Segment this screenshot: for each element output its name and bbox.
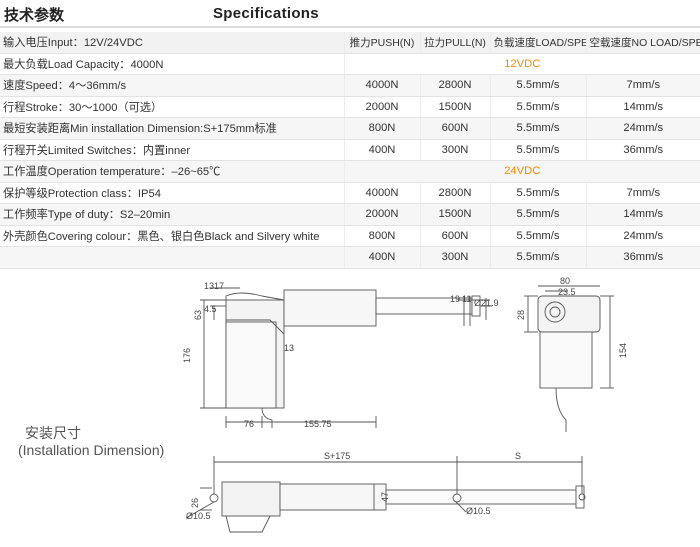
- spec-table: 输入电压Input：12V/24VDC 推力PUSH(N) 拉力PULL(N) …: [0, 32, 700, 269]
- push-cell: 4000N: [343, 74, 420, 97]
- spec-cell: [0, 246, 344, 269]
- noload-cell: 36mm/s: [585, 139, 700, 161]
- pull-cell: 1500N: [419, 203, 490, 226]
- dim-4-5: 4.5: [204, 304, 217, 314]
- load-cell: 5.5mm/s: [489, 139, 586, 161]
- col-push: 推力PUSH(N): [343, 32, 420, 54]
- dim-1317: 1317: [204, 281, 224, 291]
- title-rule: [0, 26, 700, 28]
- push-cell: 400N: [343, 139, 420, 161]
- installation-label-en: (Installation Dimension): [18, 442, 165, 458]
- dim-154: 154: [618, 343, 628, 358]
- pull-cell: 600N: [419, 225, 490, 247]
- noload-cell: 24mm/s: [585, 117, 700, 140]
- spec-cell: 最短安装距离Min installation Dimension:S+175mm…: [0, 117, 344, 140]
- pull-cell: 600N: [419, 117, 490, 140]
- dim-10-5-b: Ø10.5: [466, 506, 491, 516]
- push-cell: 4000N: [343, 182, 420, 204]
- load-cell: 5.5mm/s: [489, 182, 586, 204]
- dim-176: 176: [182, 348, 192, 363]
- voltage-label: 24VDC: [343, 160, 700, 183]
- header-label: 输入电压Input：12V/24VDC: [0, 32, 344, 54]
- col-load-speed: 负载速度LOAD/SPEED: [489, 32, 586, 54]
- voltage-label: 12VDC: [343, 53, 700, 75]
- push-cell: 800N: [343, 117, 420, 140]
- side-view-drawing: [200, 287, 492, 428]
- noload-cell: 14mm/s: [585, 96, 700, 118]
- dim-26: 26: [190, 498, 200, 508]
- load-cell: 5.5mm/s: [489, 74, 586, 97]
- dim-76: 76: [244, 419, 254, 429]
- dim-155-75: 155.75: [304, 419, 332, 429]
- dim-28: 28: [516, 310, 526, 320]
- push-cell: 2000N: [343, 203, 420, 226]
- dim-13: 13: [284, 343, 294, 353]
- title-en: Specifications: [213, 5, 319, 22]
- spec-cell: 最大负载Load Capacity：4000N: [0, 53, 344, 75]
- spec-cell: 工作温度Operation temperature：–26~65℃: [0, 160, 344, 183]
- load-cell: 5.5mm/s: [489, 117, 586, 140]
- table-header-row: 输入电压Input：12V/24VDC 推力PUSH(N) 拉力PULL(N) …: [0, 32, 700, 54]
- spec-cell: 工作频率Type of duty：S2–20min: [0, 203, 344, 226]
- noload-cell: 7mm/s: [585, 74, 700, 97]
- dim-19: 19: [450, 294, 460, 304]
- dim-21-9: Ø21.9: [474, 298, 499, 308]
- col-noload-speed: 空载速度NO LOAD/SPEED: [585, 32, 700, 54]
- spec-cell: 行程开关Limited Switches：内置inner: [0, 139, 344, 161]
- dim-11: 11: [462, 294, 471, 304]
- pull-cell: 2800N: [419, 74, 490, 97]
- dim-63: 63: [193, 310, 203, 320]
- dim-23-5: 23.5: [558, 287, 576, 297]
- load-cell: 5.5mm/s: [489, 203, 586, 226]
- spec-cell: 速度Speed：4～36mm/s: [0, 74, 344, 97]
- noload-cell: 36mm/s: [585, 246, 700, 269]
- spec-cell: 行程Stroke：30～1000（可选）: [0, 96, 344, 118]
- installation-label-cn: 安装尺寸: [25, 425, 81, 441]
- pull-cell: 1500N: [419, 96, 490, 118]
- dim-s: S: [515, 451, 521, 461]
- load-cell: 5.5mm/s: [489, 225, 586, 247]
- dim-s-175: S+175: [324, 451, 350, 461]
- load-cell: 5.5mm/s: [489, 96, 586, 118]
- load-cell: 5.5mm/s: [489, 246, 586, 269]
- dim-80: 80: [560, 276, 570, 286]
- bottom-view-drawing: [185, 456, 586, 533]
- pull-cell: 2800N: [419, 182, 490, 204]
- table-row: 最短安装距离Min installation Dimension:S+175mm…: [0, 117, 700, 140]
- dim-10-5-a: Ø10.5: [186, 511, 211, 521]
- end-view-drawing: [524, 285, 614, 432]
- noload-cell: 7mm/s: [585, 182, 700, 204]
- push-cell: 2000N: [343, 96, 420, 118]
- noload-cell: 14mm/s: [585, 203, 700, 226]
- table-row: 外壳颜色Covering colour：黑色、银白色Black and Silv…: [0, 225, 700, 247]
- push-cell: 400N: [343, 246, 420, 269]
- spec-cell: 外壳颜色Covering colour：黑色、银白色Black and Silv…: [0, 225, 344, 247]
- noload-cell: 24mm/s: [585, 225, 700, 247]
- spec-cell: 保护等级Protection class：IP54: [0, 182, 344, 204]
- title-cn: 技术参数: [4, 7, 65, 24]
- pull-cell: 300N: [419, 139, 490, 161]
- dim-47: 47: [380, 492, 390, 502]
- pull-cell: 300N: [419, 246, 490, 269]
- col-pull: 拉力PULL(N): [419, 32, 490, 54]
- push-cell: 800N: [343, 225, 420, 247]
